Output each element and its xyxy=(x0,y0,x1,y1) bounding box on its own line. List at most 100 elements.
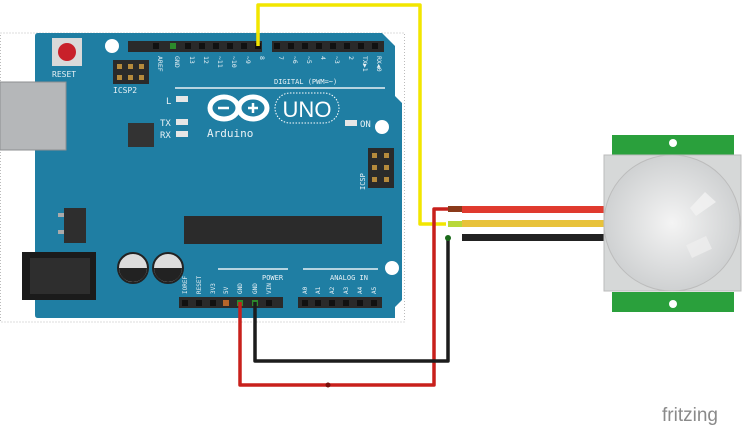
digital-pin[interactable] xyxy=(170,43,176,49)
pir-sensor xyxy=(603,135,742,312)
mounting-hole xyxy=(105,39,119,53)
power-pin[interactable] xyxy=(210,300,216,306)
digital-pin[interactable] xyxy=(344,43,350,49)
digital-pin[interactable] xyxy=(372,43,378,49)
digital-pin[interactable] xyxy=(288,43,294,49)
power-pin[interactable] xyxy=(266,300,272,306)
digital-pin-label: 7 xyxy=(277,56,285,60)
led-tx-label: TX xyxy=(160,119,171,129)
led-rx-label: RX xyxy=(160,131,171,141)
digital-pin-label: TX▶1 xyxy=(361,56,369,72)
analog-pin[interactable] xyxy=(315,300,321,306)
digital-header-right xyxy=(272,41,384,52)
digital-pin[interactable] xyxy=(153,43,159,49)
digital-pin-label: RX◀0 xyxy=(375,56,383,72)
power-pin[interactable] xyxy=(182,300,188,306)
power-pin-label: RESET xyxy=(196,276,203,294)
sensor-out-lead xyxy=(462,220,604,227)
power-pin[interactable] xyxy=(196,300,202,306)
icsp2-label: ICSP2 xyxy=(113,86,137,95)
uno-badge xyxy=(274,92,340,124)
digital-pin-label: 13 xyxy=(188,56,196,64)
digital-pin-label: ~3 xyxy=(333,56,341,64)
voltage-regulator xyxy=(64,208,86,243)
mounting-hole xyxy=(385,261,399,275)
reset-button-cap xyxy=(58,43,76,61)
analog-pin-label: A0 xyxy=(302,286,309,294)
fritzing-watermark: fritzing xyxy=(662,405,718,426)
power-pin-label: IOREF xyxy=(182,276,189,294)
digital-pin-label: 2 xyxy=(347,56,355,60)
digital-pin[interactable] xyxy=(358,43,364,49)
analog-pin-label: A3 xyxy=(343,286,350,294)
sensor-gnd-lead xyxy=(462,234,604,241)
digital-label: DIGITAL (PWM=~) xyxy=(274,78,337,86)
power-pin[interactable] xyxy=(223,300,229,306)
digital-pin-label: ~10 xyxy=(230,56,238,68)
arduino-board xyxy=(35,33,402,318)
icsp-label: ICSP xyxy=(359,173,367,190)
pir-dome xyxy=(603,154,741,292)
digital-pin[interactable] xyxy=(199,43,205,49)
digital-pin[interactable] xyxy=(330,43,336,49)
digital-pin-label: ~6 xyxy=(291,56,299,64)
digital-header-left xyxy=(128,41,262,52)
digital-pin[interactable] xyxy=(274,43,280,49)
regulator-pin xyxy=(58,230,64,234)
reset-label: RESET xyxy=(52,70,76,79)
signal-wire[interactable] xyxy=(256,3,446,226)
digital-pin-label: GND xyxy=(173,56,181,68)
digital-pin-label: 12 xyxy=(202,56,210,64)
digital-pin-label: ~5 xyxy=(305,56,313,64)
analog-pin[interactable] xyxy=(343,300,349,306)
analog-pin[interactable] xyxy=(302,300,308,306)
brand-label: Arduino xyxy=(207,127,253,140)
digital-pin[interactable] xyxy=(241,43,247,49)
analog-label: ANALOG IN xyxy=(330,274,368,282)
icsp-header xyxy=(368,148,394,188)
power-pin-label: VIN xyxy=(266,283,273,294)
digital-pin-label: ~11 xyxy=(216,56,224,68)
digital-pin-label: ~9 xyxy=(244,56,252,64)
analog-pin-label: A2 xyxy=(329,286,336,294)
analog-pin[interactable] xyxy=(329,300,335,306)
ground-wire[interactable] xyxy=(253,238,450,363)
regulator-pin xyxy=(58,213,64,217)
led-tx xyxy=(176,119,188,125)
icsp2-header xyxy=(113,60,149,84)
led-rx xyxy=(176,131,188,137)
power-label: POWER xyxy=(262,274,284,282)
led-on-label: ON xyxy=(360,120,371,130)
power-pin-label: 5V xyxy=(223,286,230,294)
power-pin-label: GND xyxy=(237,283,244,294)
led-l-label: L xyxy=(166,97,171,107)
digital-pin[interactable] xyxy=(185,43,191,49)
microcontroller-chip xyxy=(184,216,382,244)
board-name: UNO xyxy=(283,97,332,122)
analog-pin[interactable] xyxy=(371,300,377,306)
led-on xyxy=(345,120,357,126)
analog-pin-label: A4 xyxy=(357,286,364,294)
power-pin-label: 3V3 xyxy=(210,283,217,294)
power-header xyxy=(179,297,283,308)
power-wire[interactable] xyxy=(238,207,448,387)
analog-header xyxy=(298,297,382,308)
digital-pin[interactable] xyxy=(227,43,233,49)
power-pin-label: GND xyxy=(252,283,259,294)
digital-pin-label: AREF xyxy=(156,56,164,72)
analog-pin-label: A5 xyxy=(371,286,378,294)
mounting-hole xyxy=(375,120,389,134)
digital-pin[interactable] xyxy=(316,43,322,49)
digital-pin-label: 8 xyxy=(258,56,266,60)
analog-pin-label: A1 xyxy=(315,286,322,294)
sensor-vcc-lead xyxy=(462,206,604,213)
usb-connector xyxy=(0,81,67,151)
digital-pin-label: 4 xyxy=(319,56,327,60)
digital-pin[interactable] xyxy=(302,43,308,49)
digital-pin[interactable] xyxy=(213,43,219,49)
usb-chip xyxy=(128,123,154,147)
analog-pin[interactable] xyxy=(357,300,363,306)
power-jack-inner xyxy=(30,258,90,294)
led-l xyxy=(176,96,188,102)
